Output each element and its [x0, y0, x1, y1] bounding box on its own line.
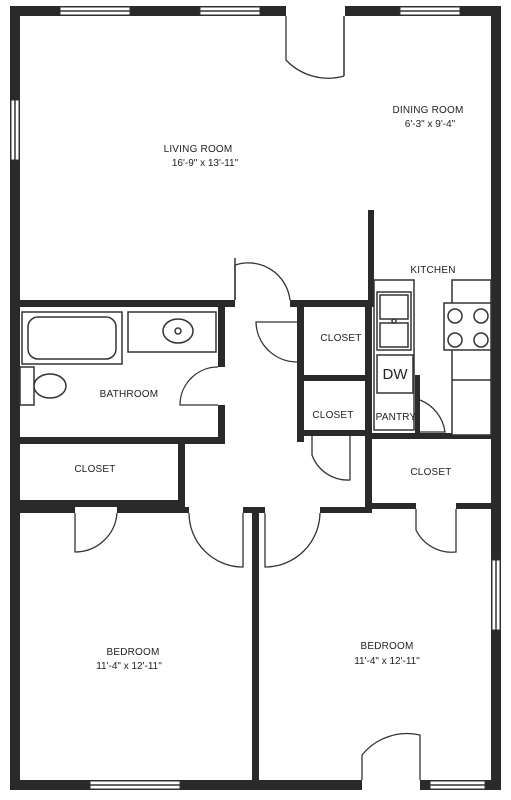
kitchen-label: KITCHEN [410, 265, 455, 276]
bedroom-right-label: BEDROOM [360, 641, 413, 652]
living-room-dimensions: 16'-9" x 13'-11" [172, 158, 239, 169]
bedroom-right-dimensions: 11'-4" x 12'-11" [354, 656, 420, 667]
center-closet-label: CLOSET [320, 333, 361, 344]
kitchen-fixtures [373, 279, 492, 436]
living-room-label: LIVING ROOM [164, 144, 233, 155]
bathroom-label: BATHROOM [100, 389, 159, 400]
hall-closet-label: CLOSET [74, 464, 115, 475]
windows [10, 6, 501, 790]
linen-closet-label: CLOSET [312, 410, 353, 421]
bedroom-left-dimensions: 11'-4" x 12'-11" [96, 661, 162, 672]
dishwasher-label: DW [383, 366, 409, 383]
dining-room-label: DINING ROOM [392, 105, 463, 116]
interior-walls [20, 210, 491, 780]
bedroom-left-label: BEDROOM [106, 647, 159, 658]
doors [74, 16, 457, 780]
dining-room-dimensions: 6'-3" x 9'-4" [405, 119, 456, 130]
bathroom-fixtures [19, 311, 217, 406]
labels: LIVING ROOM 16'-9" x 13'-11" DINING ROOM… [74, 105, 463, 672]
pantry-label: PANTRY [376, 412, 417, 423]
right-closet-label: CLOSET [410, 467, 451, 478]
